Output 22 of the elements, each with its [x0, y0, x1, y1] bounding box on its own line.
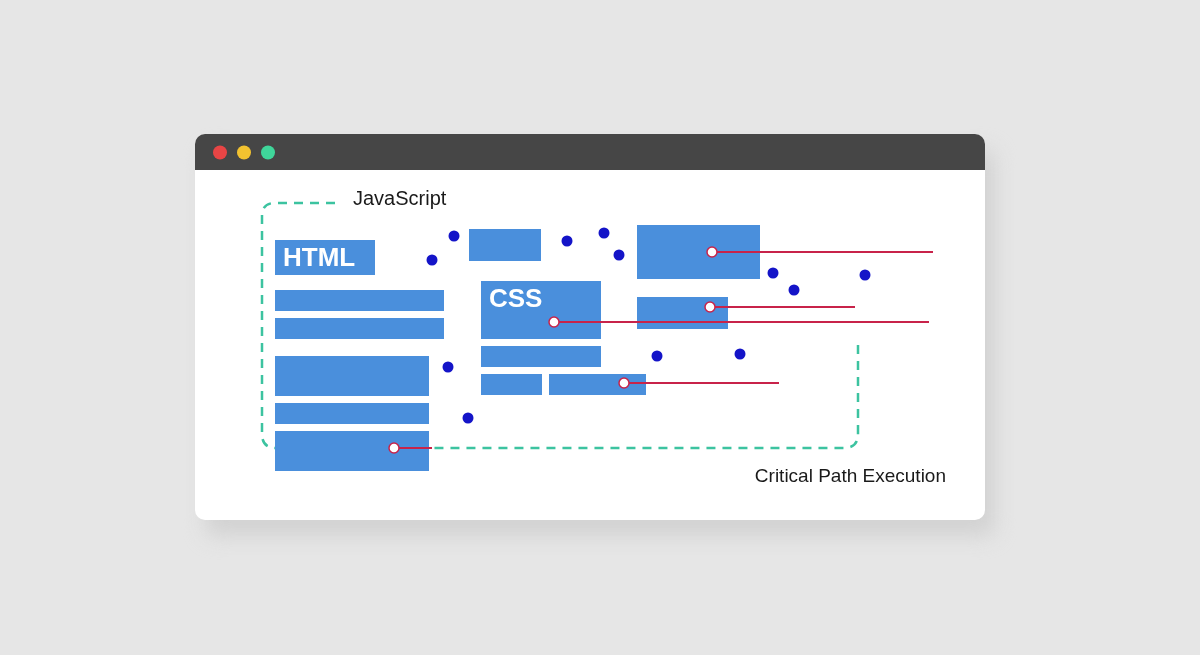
content-block	[637, 225, 760, 279]
connector-line	[388, 442, 433, 454]
block-label: HTML	[283, 242, 356, 272]
caption-text: JavaScript	[353, 187, 447, 210]
content-block	[469, 229, 541, 261]
content-block	[481, 374, 542, 395]
content-block	[275, 356, 429, 396]
block-label: CSS	[489, 283, 543, 313]
content-block	[549, 374, 646, 395]
caption-text: Critical Path Execution	[754, 465, 946, 487]
labeled-block	[481, 281, 601, 339]
labeled-block	[275, 240, 375, 275]
content-block	[275, 403, 429, 424]
connector-line	[706, 246, 934, 258]
connector-line	[618, 377, 780, 389]
content-block	[275, 318, 444, 339]
content-block	[275, 290, 444, 311]
content-block	[275, 431, 429, 471]
connector-line	[704, 301, 856, 313]
content-block	[637, 297, 728, 329]
connector-line	[548, 316, 930, 328]
content-block	[481, 346, 601, 367]
